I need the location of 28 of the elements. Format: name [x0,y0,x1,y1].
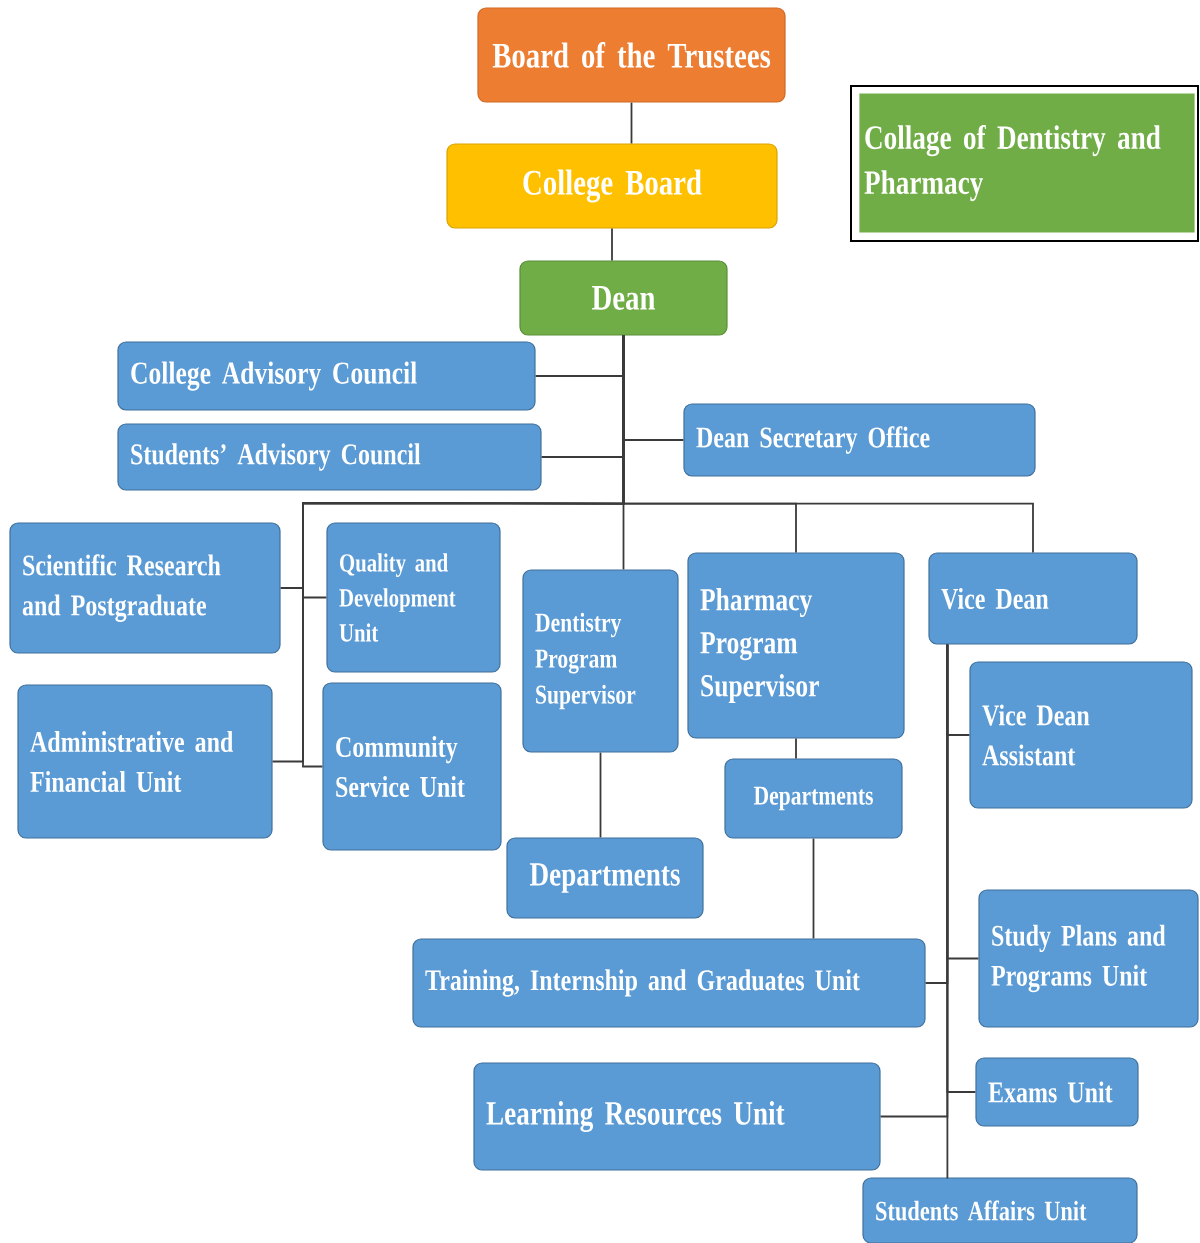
org-box: Vice Dean [928,552,1138,645]
connector-line [630,101,633,145]
org-box: Training, Internship and Graduates Unit [412,938,926,1028]
org-box: Students’ Advisory Council [117,423,542,491]
title-box: Collage of Dentistry and Pharmacy [850,85,1199,242]
connector-line [611,227,613,262]
org-box: Administrative and Financial Unit [17,684,273,839]
org-box: Departments [506,837,704,919]
org-box: Study Plans and Programs Unit [978,889,1199,1028]
org-box: Community Service Unit [322,682,502,851]
org-box: Departments [724,758,903,839]
org-box: Learning Resources Unit [473,1062,881,1171]
connector-line [946,643,949,1180]
connector-line [795,737,797,760]
org-box: Vice Dean Assistant [969,661,1193,809]
connector-line [599,751,602,839]
org-box: Pharmacy Program Supervisor [687,552,905,739]
org-box: Dentistry Program Supervisor [522,569,679,753]
org-box: Dean [519,260,728,336]
org-box: Scientific Research and Postgraduate [9,522,281,654]
org-box: Quality and Development Unit [326,522,501,673]
connector-line [812,837,815,940]
org-box: Board of the Trustees [477,7,786,103]
org-box: College Advisory Council [117,341,536,411]
org-box: College Board [446,143,778,229]
org-box: Exams Unit [975,1057,1139,1127]
org-box: Dean Secretary Office [683,403,1036,477]
org-box: Students Affairs Unit [862,1177,1138,1243]
